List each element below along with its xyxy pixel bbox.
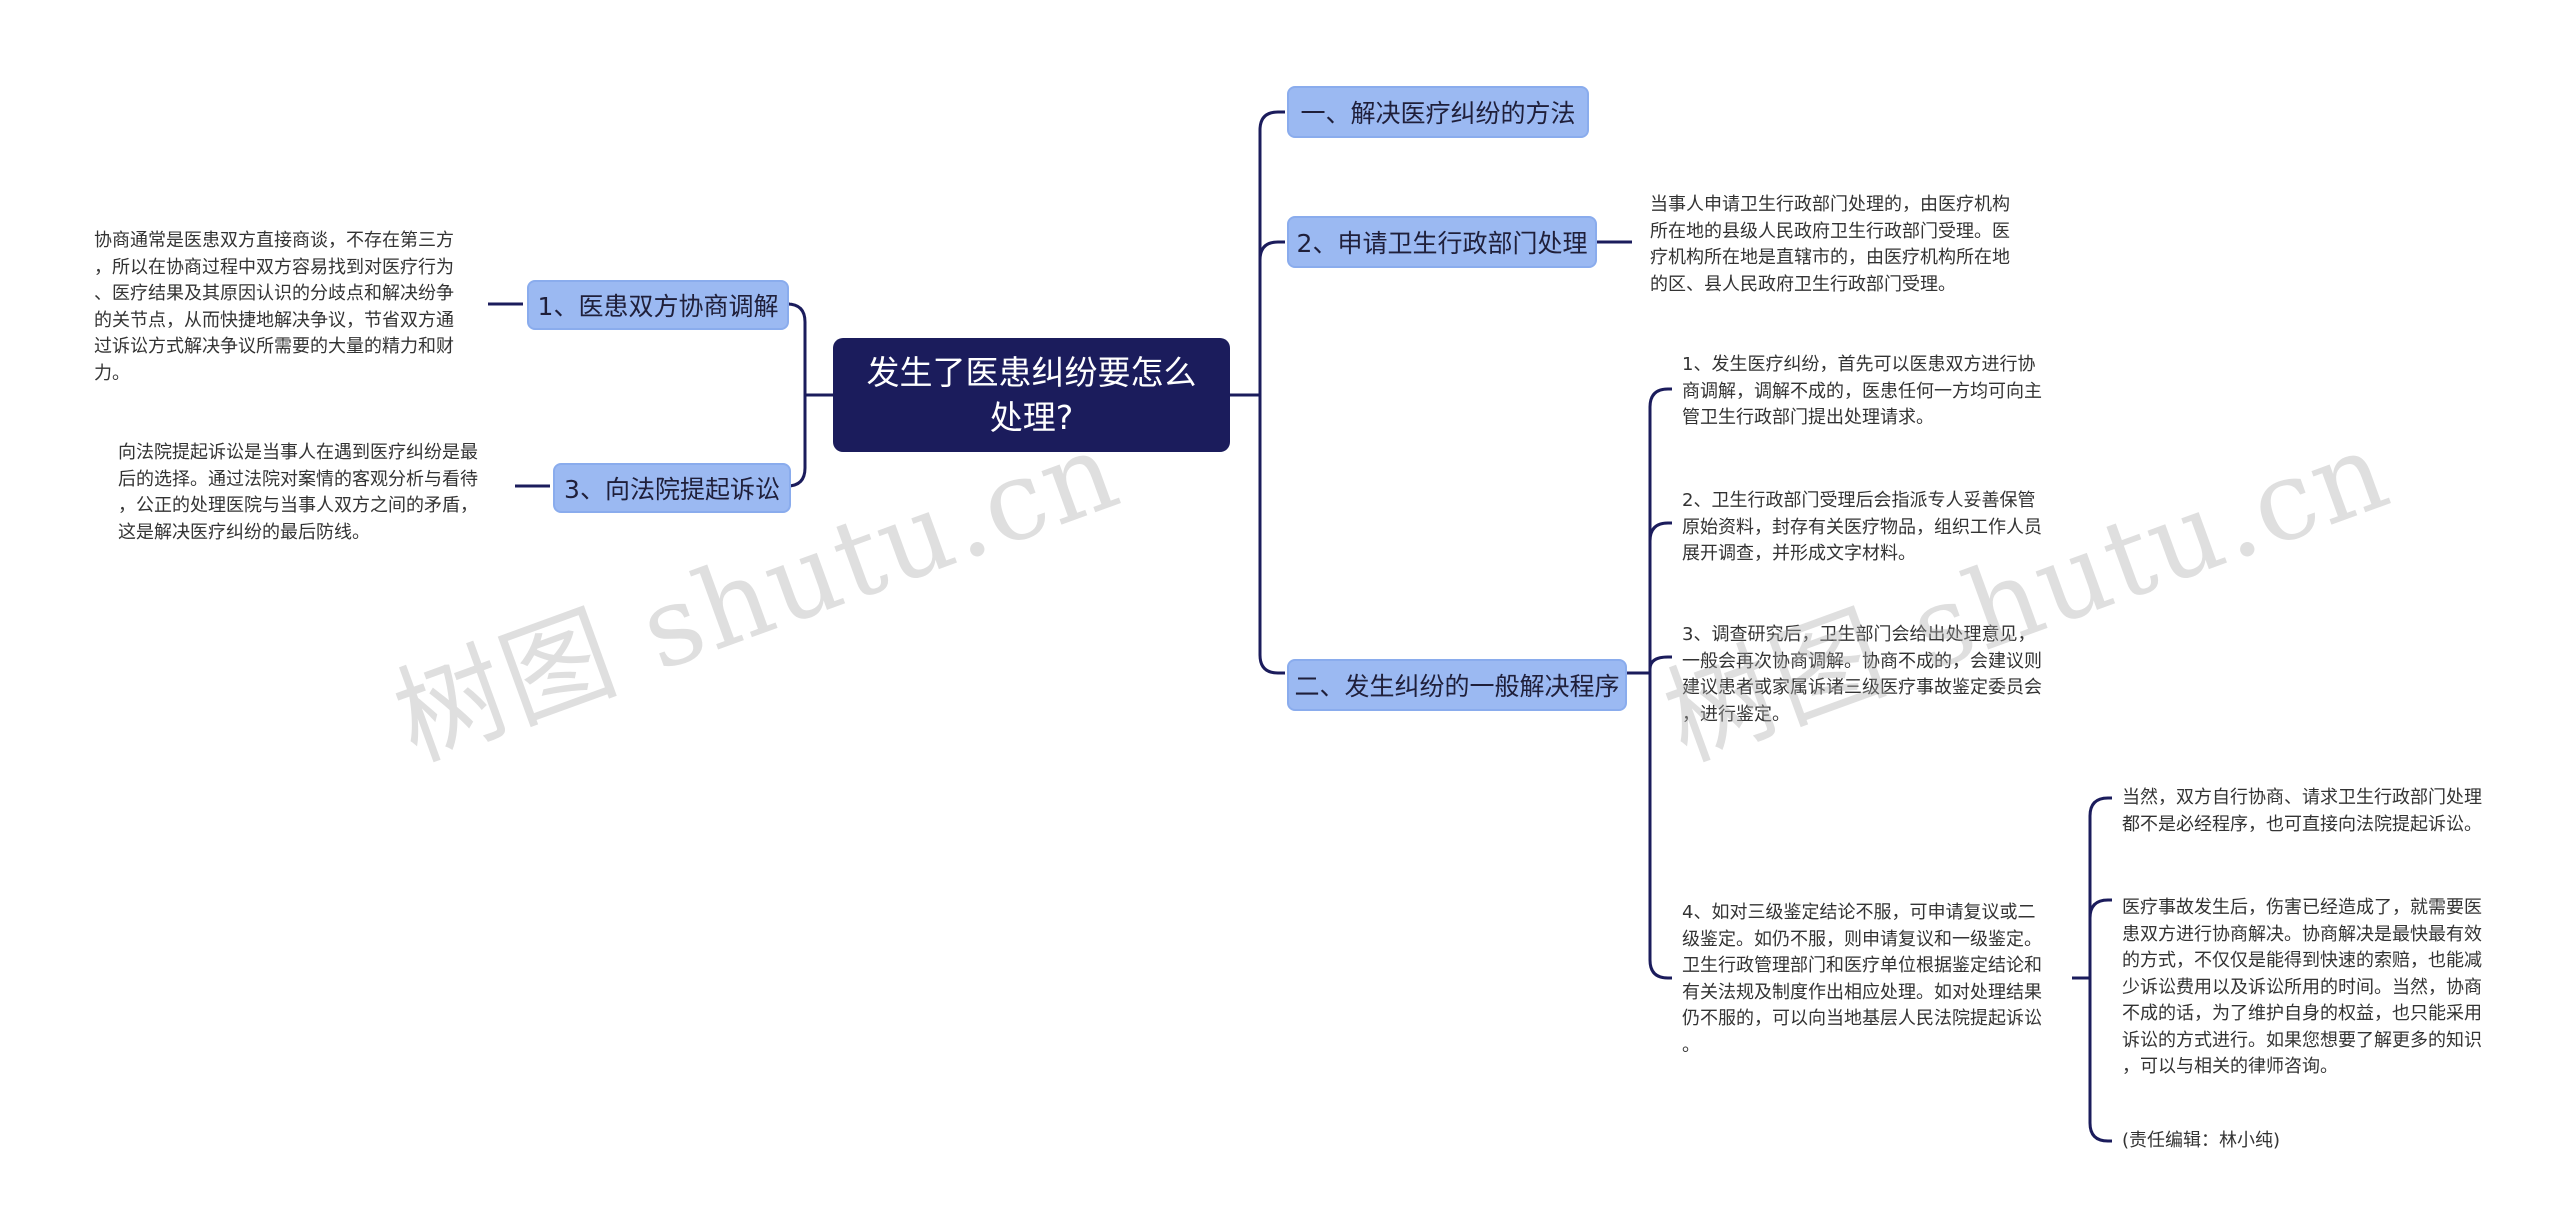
branch-methods[interactable]: 一、解决医疗纠纷的方法 (1287, 86, 1589, 138)
sub-note-optional: 当然，双方自行协商、请求卫生行政部门处理 都不是必经程序，也可直接向法院提起诉讼… (2122, 787, 2482, 835)
branch-health-dept[interactable]: 2、申请卫生行政部门处理 (1287, 216, 1597, 268)
branch-lawsuit[interactable]: 3、向法院提起诉讼 (553, 463, 791, 513)
branch-procedure[interactable]: 二、发生纠纷的一般解决程序 (1287, 659, 1627, 711)
root-title: 发生了医患纠纷要怎么处理? (866, 353, 1197, 437)
step-2: 2、卫生行政部门受理后会指派专人妥善保管 原始资料，封存有关医疗物品，组织工作人… (1682, 490, 2042, 564)
step-3: 3、调查研究后，卫生部门会给出处理意见， 一般会再次协商调解。协商不成的，会建议… (1682, 624, 2042, 725)
branch-label: 3、向法院提起诉讼 (564, 475, 780, 504)
branch-label: 1、医患双方协商调解 (537, 292, 779, 321)
note-health-dept: 当事人申请卫生行政部门处理的，由医疗机构 所在地的县级人民政府卫生行政部门受理。… (1650, 194, 2010, 295)
root-topic[interactable]: 发生了医患纠纷要怎么处理? (833, 338, 1230, 452)
note-negotiation: 协商通常是医患双方直接商谈，不存在第三方 ，所以在协商过程中双方容易找到对医疗行… (94, 230, 454, 384)
branch-label: 二、发生纠纷的一般解决程序 (1294, 672, 1620, 701)
sub-note-editor: (责任编辑：林小纯) (2122, 1130, 2281, 1151)
note-lawsuit: 向法院提起诉讼是当事人在遇到医疗纠纷是最 后的选择。通过法院对案情的客观分析与看… (118, 442, 478, 543)
step-4: 4、如对三级鉴定结论不服，可申请复议或二 级鉴定。如仍不服，则申请复议和一级鉴定… (1682, 902, 2042, 1056)
step-1: 1、发生医疗纠纷，首先可以医患双方进行协 商调解，调解不成的，医患任何一方均可向… (1682, 354, 2042, 428)
branch-label: 一、解决医疗纠纷的方法 (1300, 99, 1576, 128)
branch-label: 2、申请卫生行政部门处理 (1296, 229, 1588, 258)
sub-note-advice: 医疗事故发生后，伤害已经造成了，就需要医 患双方进行协商解决。协商解决是最快最有… (2122, 897, 2482, 1077)
branch-negotiation[interactable]: 1、医患双方协商调解 (527, 280, 789, 330)
